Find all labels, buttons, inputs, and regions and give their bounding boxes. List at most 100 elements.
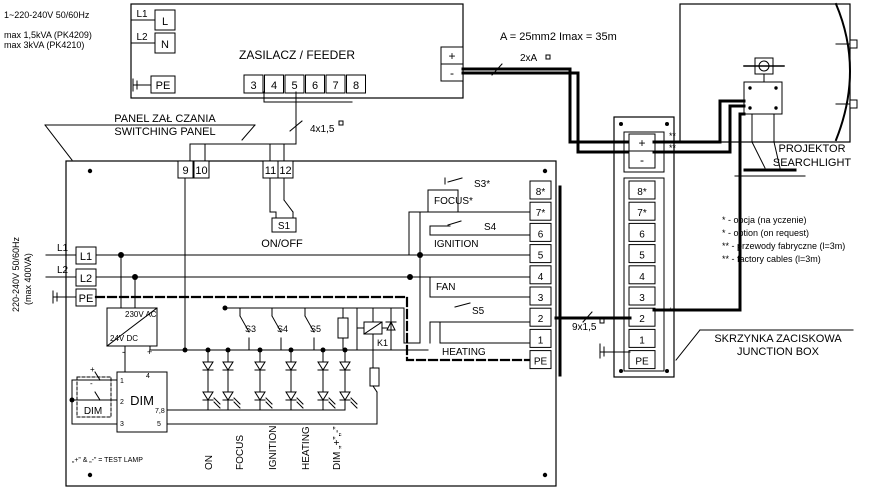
panel-box xyxy=(65,160,557,487)
panel-terminal-10-box xyxy=(193,160,210,179)
indicator-led xyxy=(202,391,214,401)
led-label-4: DIM „+”„-” xyxy=(332,426,343,470)
ext-s3-label: FOCUS* xyxy=(434,196,473,207)
test-lamp-note: „+” & „-” = TEST LAMP xyxy=(72,457,143,464)
panel-right-terminal-3-box xyxy=(529,244,552,264)
junction-title-pl: SKRZYNKA ZACISKOWA xyxy=(714,333,842,345)
dim-sign-minus: - xyxy=(90,379,93,388)
junction-terminal-5-box xyxy=(628,286,656,306)
factory-mark-2: ** xyxy=(669,143,677,153)
svg-text:+: + xyxy=(147,347,152,357)
legend-line-2: * - option (on request) xyxy=(722,228,809,238)
onoff-label: ON/OFF xyxy=(261,238,303,250)
supply-text: 1~220-240V 50/60Hz xyxy=(4,10,90,20)
panel-right-terminal-6-label: 2 xyxy=(538,314,544,325)
feeder-terminal-7-label: 7 xyxy=(332,80,338,92)
feeder-pe-label: PE xyxy=(156,80,171,92)
panel-switch-S3: S3 xyxy=(245,324,256,334)
indicator-led xyxy=(285,391,297,401)
feeder-plus-label: + xyxy=(448,49,455,63)
panel-right-terminal-2-label: 6 xyxy=(538,229,544,240)
feeder-terminal-8-box xyxy=(346,74,366,94)
junction-terminal-2-box xyxy=(628,222,656,242)
legend-line-4: ** - factory cables (l=3m) xyxy=(722,254,821,264)
junction-terminal-5-label: 3 xyxy=(639,293,645,304)
ext-s5-id: S5 xyxy=(472,306,485,317)
panel-terminal-12-box xyxy=(277,160,294,179)
panel-left-terminal-1-label: L2 xyxy=(80,273,92,285)
indicator-led xyxy=(254,391,266,401)
panel-line-l1: L1 xyxy=(57,243,69,254)
panel-line-l2: L2 xyxy=(57,265,69,276)
panel-switch-S5: S5 xyxy=(310,324,321,334)
panel-right-terminal-1-box xyxy=(529,201,552,221)
panel-right-terminal-0-box xyxy=(529,180,552,200)
dim-pin-4: 4 xyxy=(146,373,150,380)
s1-label-box xyxy=(271,217,297,233)
indicator-led xyxy=(317,391,329,401)
cable-box-spec: 9x1,5 xyxy=(572,322,597,333)
feeder-terminal-5-box xyxy=(284,74,305,94)
ext-s3-id: S3* xyxy=(474,179,490,190)
dim-pin-78: 7,8 xyxy=(155,408,165,415)
panel-title-en: SWITCHING PANEL xyxy=(114,126,215,138)
junction-terminal-4-box xyxy=(628,265,656,285)
dim-switch-label: DIM xyxy=(84,406,102,417)
projector-label-en: SEARCHLIGHT xyxy=(773,157,852,169)
feeder-terminal-3-box xyxy=(243,74,264,94)
led-label-2: IGNITION xyxy=(268,426,279,470)
junction-terminal-7-label: 1 xyxy=(639,335,645,346)
fan-label: FAN xyxy=(436,282,455,293)
panel-right-terminal-5-label: 3 xyxy=(538,293,544,304)
junction-terminal-3-box xyxy=(628,244,656,264)
led-label-0: ON xyxy=(204,455,215,470)
fuse-label: 2xA xyxy=(520,53,538,64)
panel-left-terminal-0-label: L1 xyxy=(80,251,92,263)
feeder-terminal-8-label: 8 xyxy=(353,80,359,92)
projector: ** ** ** PROJEKTOR SEARCHLIGHT xyxy=(652,2,858,316)
psu-ac: 230V AC xyxy=(125,310,157,319)
feeder-line-l1: L1 xyxy=(136,9,148,20)
dim-pin-2: 2 xyxy=(120,399,124,406)
panel-terminal-10-label: 10 xyxy=(195,165,207,177)
supply-limit-1: max 1,5kVA (PK4209) xyxy=(4,30,92,40)
junction-terminal-8-label: PE xyxy=(635,357,649,368)
junction-terminal-4-label: 4 xyxy=(639,272,645,283)
ext-s4-id: S4 xyxy=(484,222,497,233)
junction-terminal-8-box xyxy=(628,350,656,370)
legend: * - opcja (na yczenie) * - option (on re… xyxy=(722,215,845,264)
dim-sign-plus: + xyxy=(90,365,95,374)
factory-mark-3: ** xyxy=(669,306,677,316)
feeder-terminal-6-label: 6 xyxy=(312,80,318,92)
feeder-terminal-7-box xyxy=(325,74,346,94)
panel-right-terminal-4-box xyxy=(529,265,552,285)
panel-switch-S4: S4 xyxy=(277,324,288,334)
svg-text:-: - xyxy=(122,347,125,357)
panel-supply-label: 220-240V 50/60Hz xyxy=(11,236,21,312)
s1-label: S1 xyxy=(278,221,291,232)
junction-title-en: JUNCTION BOX xyxy=(737,346,820,358)
panel-supply-power: (max 400VA) xyxy=(23,253,33,305)
panel-right-terminal-3-label: 5 xyxy=(538,251,544,262)
junction-terminal-1-label: 7* xyxy=(637,208,647,219)
panel-switches: S3 S4 S5 xyxy=(239,307,321,351)
feeder-terminal-5-label: 5 xyxy=(291,80,297,92)
led-label-3: HEATING xyxy=(301,426,312,470)
panel-terminal-11-label: 11 xyxy=(265,165,276,177)
panel-right-terminal-7-box xyxy=(529,328,552,348)
feeder-line-l2: L2 xyxy=(136,32,148,43)
junction-terminal-7-box xyxy=(628,328,656,348)
feeder-title: ZASILACZ / FEEDER xyxy=(239,48,355,62)
panel-terminal-12-label: 12 xyxy=(279,165,291,177)
legend-line-1: * - opcja (na yczenie) xyxy=(722,215,807,225)
feeder-terminal-6-box xyxy=(305,74,325,94)
feeder-terminal-4-label: 4 xyxy=(271,80,277,92)
legend-line-3: ** - przewody fabryczne (l=3m) xyxy=(722,241,845,251)
dim-switch-box xyxy=(76,376,112,418)
panel-right-terminal-4-label: 4 xyxy=(538,272,544,283)
